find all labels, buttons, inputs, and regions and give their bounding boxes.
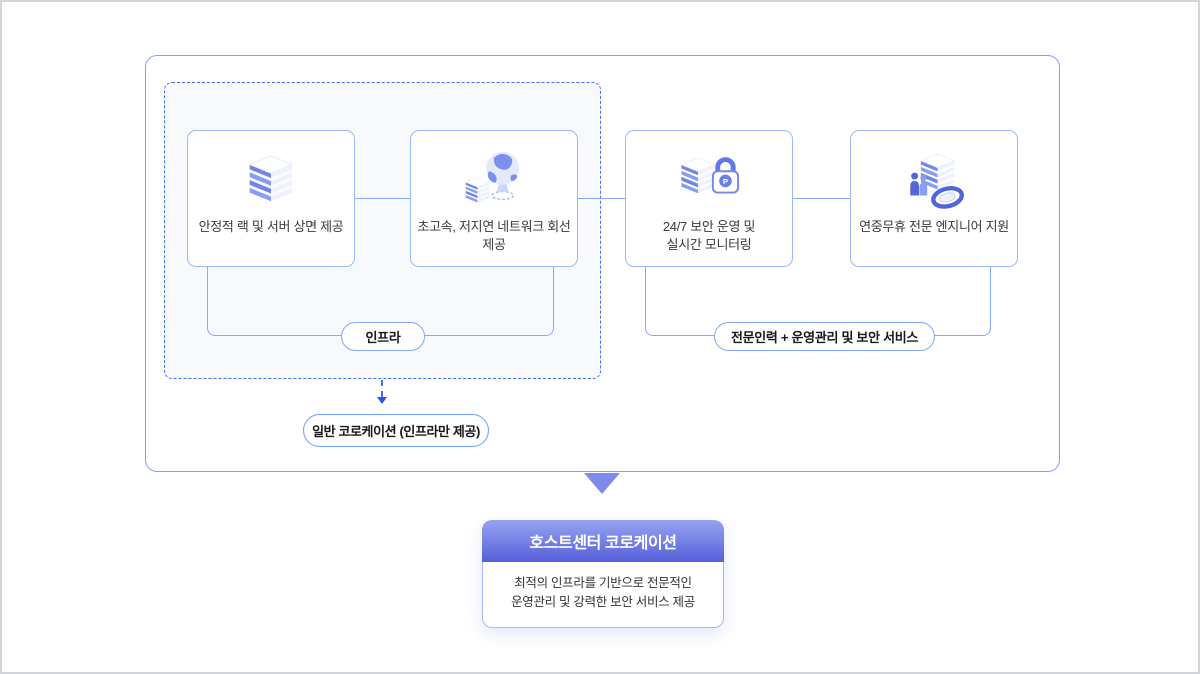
result-card-title: 호스트센터 코로케이션 bbox=[482, 520, 724, 562]
card-security-label: 24/7 보안 운영 및 실시간 모니터링 bbox=[662, 219, 756, 252]
general-colocation-note-label: 일반 코로케이션 (인프라만 제공) bbox=[312, 424, 480, 439]
security-lock-icon: P bbox=[671, 144, 747, 214]
result-card-description: 최적의 인프라를 기반으로 전문적인 운영관리 및 강력한 보안 서비스 제공 bbox=[482, 562, 724, 628]
infra-pill: 인프라 bbox=[341, 322, 425, 351]
down-arrow-icon bbox=[584, 473, 620, 494]
engineer-support-icon bbox=[896, 144, 972, 214]
connector-network-security bbox=[578, 198, 625, 199]
network-globe-icon bbox=[456, 144, 532, 214]
general-colocation-note: 일반 코로케이션 (인프라만 제공) bbox=[303, 414, 489, 447]
connector-security-engineer bbox=[793, 198, 850, 199]
infra-pill-label: 인프라 bbox=[365, 330, 401, 345]
dashed-arrow-line bbox=[381, 380, 383, 397]
card-security: P 24/7 보안 운영 및 실시간 모니터링 bbox=[625, 130, 793, 267]
service-pill: 전문인력 + 운영관리 및 보안 서비스 bbox=[714, 322, 935, 351]
card-engineer: 연중무휴 전문 엔지니어 지원 bbox=[850, 130, 1018, 267]
service-pill-label: 전문인력 + 운영관리 및 보안 서비스 bbox=[730, 330, 919, 345]
dashed-arrow-head-icon bbox=[377, 397, 387, 404]
card-network-label: 초고속, 저지연 네트워크 회선 제공 bbox=[417, 219, 571, 252]
card-rack-label: 안정적 랙 및 서버 상면 제공 bbox=[198, 219, 344, 234]
card-engineer-label: 연중무휴 전문 엔지니어 지원 bbox=[859, 219, 1009, 234]
server-rack-icon bbox=[233, 144, 309, 214]
connector-rack-network bbox=[355, 198, 410, 199]
svg-text:P: P bbox=[723, 177, 728, 186]
card-network: 초고속, 저지연 네트워크 회선 제공 bbox=[410, 130, 578, 267]
result-card: 호스트센터 코로케이션 최적의 인프라를 기반으로 전문적인 운영관리 및 강력… bbox=[482, 520, 724, 628]
card-rack: 안정적 랙 및 서버 상면 제공 bbox=[187, 130, 355, 267]
